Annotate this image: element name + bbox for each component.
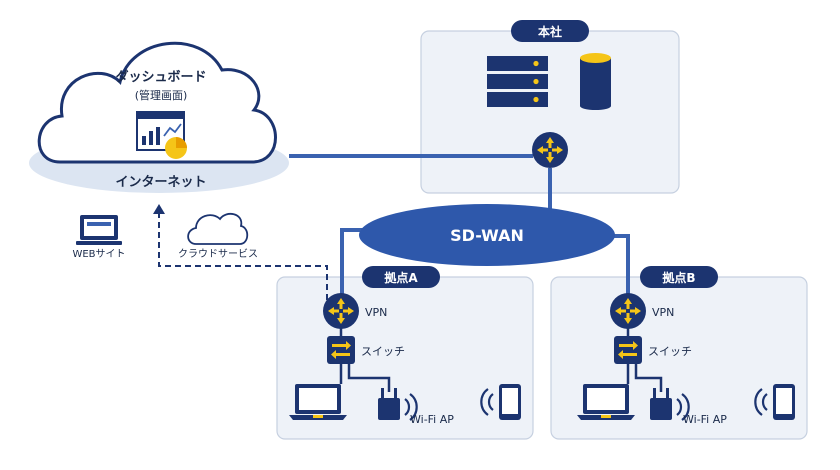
vpn-router-icon [610,293,646,329]
vpn-router-icon [323,293,359,329]
branch-a-badge [362,266,440,288]
dashboard-chart-icon [136,111,187,159]
hq-badge-label: 本社 [538,24,562,39]
router-icon [532,132,568,168]
cloud-service-label: クラウドサービス [178,248,258,260]
sdwan-ellipse [359,204,615,266]
database-icon [580,53,611,110]
branch-b-wifi-label: Wi-Fi AP [683,413,727,426]
sdwan-label: SD-WAN [450,226,524,245]
cloud-subtitle: (管理画面) [135,88,188,102]
web-site-label: WEBサイト [72,248,125,260]
switch-icon [327,336,355,364]
web-monitor-icon [76,215,122,245]
hq-badge [511,20,589,42]
branch-b-badge [640,266,718,288]
branch-a-switch-label: スイッチ [361,345,405,358]
branch-b-badge-label: 拠点B [662,270,695,285]
switch-icon [614,336,642,364]
server-icon [487,56,548,107]
branch-lines [339,326,663,392]
branch-a-vpn-label: VPN [365,306,387,319]
arrow-up-icon [153,204,165,214]
branch-a-badge-label: 拠点A [384,270,418,285]
cloud-service-icon [187,212,249,245]
cloud-icon [37,41,277,164]
branch-b-vpn-label: VPN [652,306,674,319]
internet-label: インターネット [115,175,206,190]
cloud-title: ダッシュボード [115,69,206,85]
branch-b-switch-label: スイッチ [648,345,692,358]
branch-a-wifi-label: Wi-Fi AP [410,413,454,426]
